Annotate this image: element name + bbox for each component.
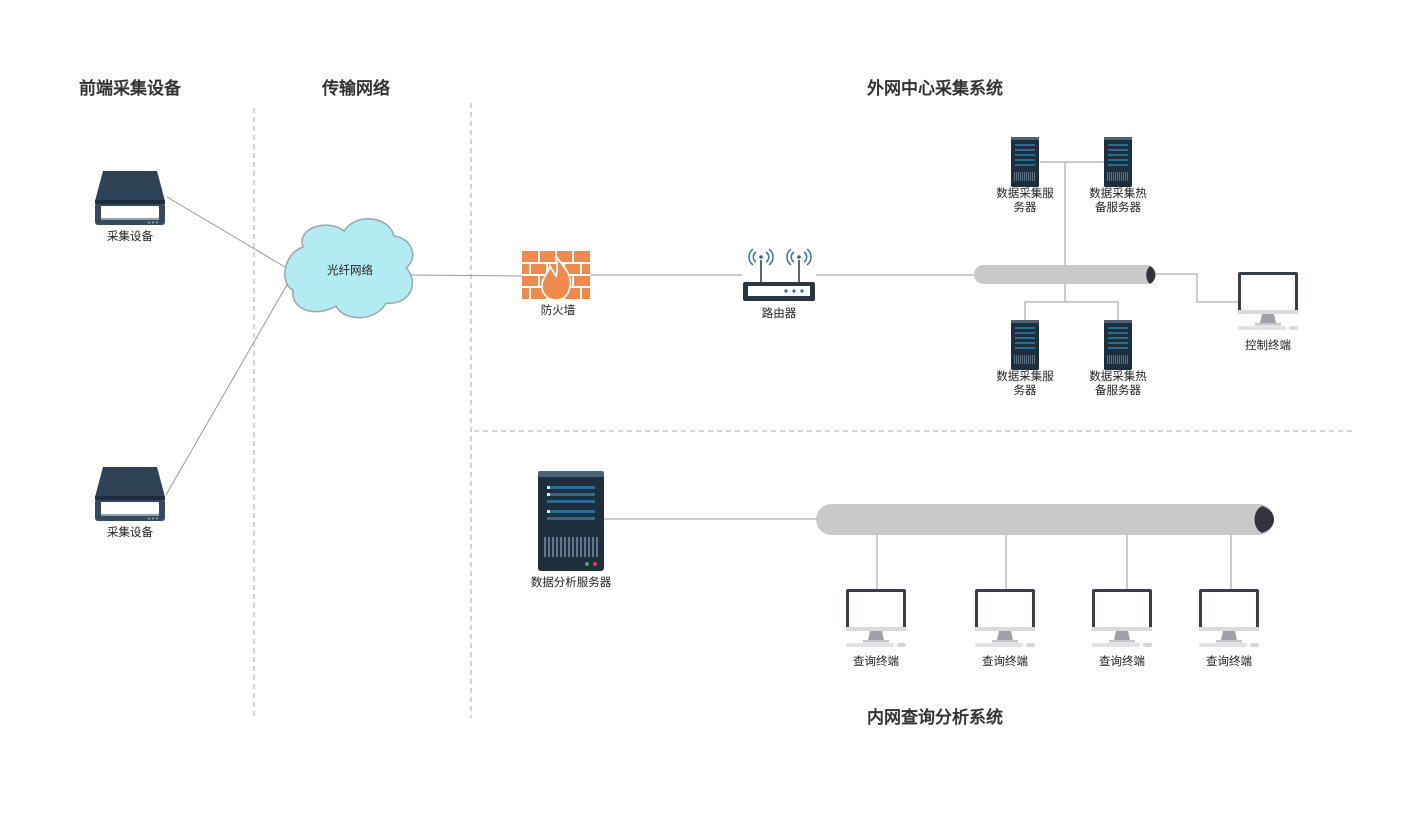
backup-server-bottom: 数据采集热 备服务器 [1089,320,1147,397]
scanner-top: 采集设备 [95,171,165,243]
query-terminal-1-label: 查询终端 [853,654,899,668]
scanner-icon [95,467,165,521]
scanner-bottom: 采集设备 [95,467,165,539]
fiber-network-cloud: 光纤网络 [284,218,414,319]
query-terminal-3-label: 查询终端 [1099,654,1145,668]
link-servers-bottom-bridge [1024,301,1119,320]
monitor-icon [975,589,1035,647]
control-terminal-label: 控制终端 [1245,338,1291,352]
firewall-node: 防火墙 [522,251,590,317]
collect-server-bottom-label-line2: 务器 [1014,383,1037,397]
backup-server-top-label-line1: 数据采集热 [1089,186,1147,200]
connections [165,161,1238,590]
monitor-icon [846,589,906,647]
monitor-icon [1238,272,1298,330]
scanner-top-label: 采集设备 [107,229,153,243]
scanner-icon [95,171,165,225]
cloud-label: 光纤网络 [327,263,373,277]
link-cloud-firewall [409,274,525,277]
query-terminal-1: 查询终端 [846,589,906,668]
section-title-outer: 外网中心采集系统 [867,78,1003,99]
server-icon [1011,320,1039,370]
inner-network-bus [816,504,1274,535]
analysis-server: 数据分析服务器 [531,471,612,589]
monitor-icon [1199,589,1259,647]
server-icon [1104,137,1132,187]
backup-server-bottom-label-line2: 备服务器 [1095,383,1141,397]
router-label: 路由器 [762,306,797,320]
query-terminal-2: 查询终端 [975,589,1035,668]
backup-server-top: 数据采集热 备服务器 [1089,137,1147,214]
backup-server-top-label-line2: 备服务器 [1095,200,1141,214]
router-icon [743,248,815,301]
link-scanner-bottom-cloud [165,275,293,496]
link-bus-control-terminal [1155,273,1238,303]
outer-network-bus [974,265,1156,284]
server-icon [1104,320,1132,370]
firewall-icon [522,251,590,301]
link-scanner-top-cloud [166,196,291,271]
server-icon [1011,137,1039,187]
query-terminal-4: 查询终端 [1199,589,1259,668]
server-icon [538,471,604,571]
collect-server-top-label-line1: 数据采集服 [996,186,1054,200]
collect-server-top: 数据采集服 务器 [996,137,1054,214]
monitor-icon [1092,589,1152,647]
control-terminal: 控制终端 [1238,272,1298,352]
cloud-icon [284,218,414,319]
section-title-transmission: 传输网络 [321,78,390,99]
backup-server-bottom-label-line1: 数据采集热 [1089,369,1147,383]
analysis-server-label: 数据分析服务器 [531,575,612,589]
query-terminal-4-label: 查询终端 [1206,654,1252,668]
router-node: 路由器 [743,248,815,320]
query-terminal-2-label: 查询终端 [982,654,1028,668]
section-title-front: 前端采集设备 [79,78,182,99]
firewall-label: 防火墙 [541,303,576,317]
collect-server-top-label-line2: 务器 [1014,200,1037,214]
collect-server-bottom: 数据采集服 务器 [996,320,1054,397]
query-terminal-3: 查询终端 [1092,589,1152,668]
section-title-inner: 内网查询分析系统 [867,707,1003,728]
collect-server-bottom-label-line1: 数据采集服 [996,369,1054,383]
scanner-bottom-label: 采集设备 [107,525,153,539]
